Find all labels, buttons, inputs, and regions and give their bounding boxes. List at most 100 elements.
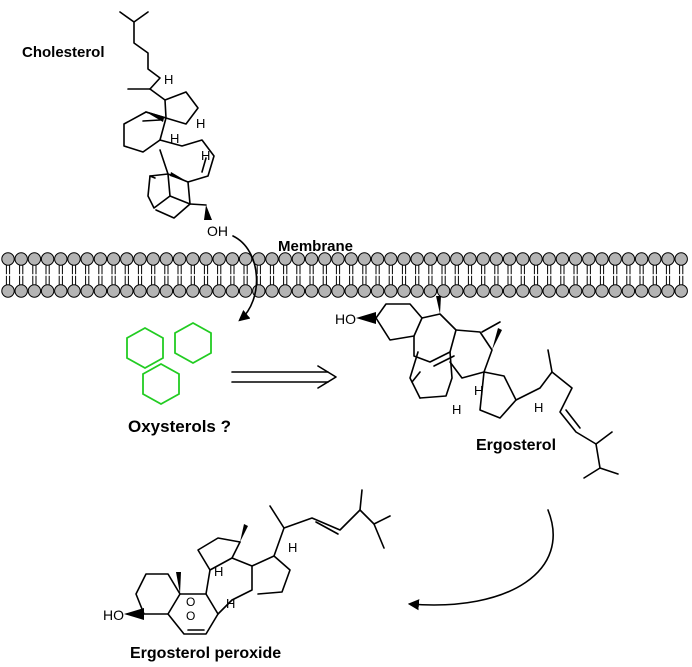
oxysterol-hexagons (126, 321, 212, 406)
lipid-head (502, 252, 517, 266)
lipid-head (621, 252, 636, 266)
lipid-head (291, 284, 306, 298)
lipid-head (67, 252, 81, 266)
lipid-head (436, 252, 451, 266)
lipid-head (568, 252, 583, 266)
peroxide-o2: O (186, 609, 195, 623)
peroxide-hydroxyl: HO (103, 607, 124, 623)
lipid-head (186, 252, 200, 266)
lipid-head (318, 252, 332, 266)
lipid-head (489, 252, 504, 266)
lipid-head (212, 252, 226, 266)
cholesterol-h14: H (201, 148, 210, 163)
lipid-head (608, 252, 622, 266)
lipid-head (146, 252, 160, 266)
lipid-head (14, 252, 28, 266)
lipid-head (384, 252, 398, 266)
ergosterol-hydroxyl: HO (335, 311, 356, 327)
lipid-head (344, 284, 358, 298)
lipid-head (93, 252, 108, 266)
lipid-head (674, 252, 688, 266)
lipid-head (27, 252, 42, 266)
lipid-head (595, 284, 609, 298)
lipid-head (159, 252, 174, 266)
lipid-head (516, 284, 530, 298)
lipid-head (120, 284, 134, 298)
lipid-head (555, 252, 570, 266)
lipid-head (502, 284, 517, 298)
lipid-head (634, 284, 649, 298)
conversion-arrow (231, 365, 337, 389)
lipid-head (450, 284, 464, 298)
lipid-head (463, 284, 477, 298)
peroxide-h14: H (226, 596, 235, 611)
lipid-head (278, 252, 292, 266)
ergosterol-h9: H (474, 383, 483, 398)
lipid-head (516, 252, 530, 266)
lipid-head (423, 252, 438, 266)
lipid-head (634, 252, 649, 266)
lipid-head (542, 252, 556, 266)
lipid-head (476, 284, 490, 298)
lipid-head (582, 284, 596, 298)
lipid-head (555, 284, 570, 298)
lipid-head (93, 284, 108, 298)
lipid-head (133, 284, 147, 298)
lipid-head (1, 252, 15, 266)
lipid-head (397, 284, 411, 298)
lipid-head (357, 252, 372, 266)
lipid-head (172, 252, 187, 266)
lipid-head (489, 284, 504, 298)
ergosterol-h17: H (534, 400, 543, 415)
ergosterol-peroxide-label: Ergosterol peroxide (130, 645, 281, 662)
cholesterol-structure: Cholesterol H H H H OH (22, 11, 258, 322)
lipid-head (621, 284, 636, 298)
lipid-head (186, 284, 200, 298)
lipid-head (14, 284, 28, 298)
lipid-head (172, 284, 187, 298)
membrane-label: Membrane (278, 238, 353, 255)
lipid-head (238, 284, 253, 298)
lipid-head (463, 252, 477, 266)
lipid-head (423, 284, 438, 298)
cholesterol-h8: H (170, 131, 179, 146)
lipid-head (661, 252, 675, 266)
lipid-head (542, 284, 556, 298)
lipid-head (40, 252, 55, 266)
lipid-head (40, 284, 55, 298)
lipid-head (529, 284, 543, 298)
peroxide-h17: H (288, 540, 297, 555)
lipid-head (304, 252, 319, 266)
lipid-head (410, 284, 424, 298)
lipid-head (384, 284, 398, 298)
oxysterols-label: Oxysterols ? (128, 417, 231, 436)
lipid-head (344, 252, 358, 266)
lipid-head (212, 284, 226, 298)
lipid-head (648, 252, 662, 266)
lipid-head (568, 284, 583, 298)
lipid-head (648, 284, 662, 298)
lipid-head (80, 284, 94, 298)
lipid-head (529, 252, 543, 266)
lipid-head (225, 284, 240, 298)
lipid-head (608, 284, 622, 298)
lipid-head (27, 284, 42, 298)
lipid-head (331, 284, 345, 298)
lipid-head (1, 284, 15, 298)
lipid-head (397, 252, 411, 266)
ergosterol-peroxide-structure: HO O O H H H Ergosterol peroxide (103, 489, 391, 662)
ergosterol-h14: H (452, 402, 461, 417)
lipid-head (199, 252, 213, 266)
lipid-head (106, 252, 121, 266)
lipid-head (120, 252, 134, 266)
lipid-head (265, 284, 279, 298)
lipid-head (238, 252, 253, 266)
lipid-head (370, 284, 385, 298)
lipid-head (318, 284, 332, 298)
lipid-head (357, 284, 372, 298)
lipid-head (54, 252, 68, 266)
lipid-head (278, 284, 292, 298)
lipid-head (225, 252, 240, 266)
lipid-head (159, 284, 174, 298)
